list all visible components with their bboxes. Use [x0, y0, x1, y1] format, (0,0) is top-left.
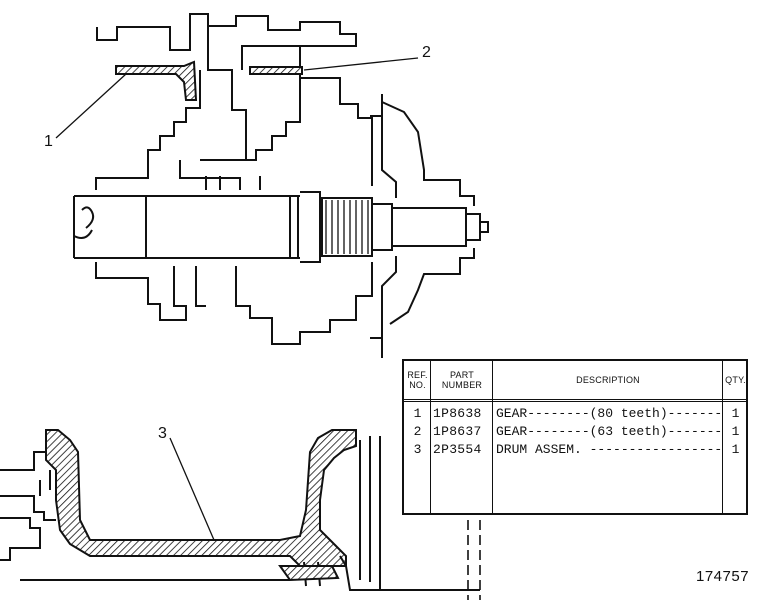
qty-cell: 1: [731, 442, 740, 457]
drawing-number: 174757: [696, 568, 750, 585]
part-number-cell: 1P8637: [433, 424, 482, 439]
table-row: 1 1P8638 GEAR--------(80 teeth)---------…: [404, 405, 746, 422]
column-divider: [404, 361, 431, 513]
qty-cell: 1: [731, 424, 740, 439]
callout-2-number: 2: [422, 44, 431, 61]
drum-assembly-section: [0, 429, 481, 600]
callout-3: 3: [158, 425, 215, 541]
callout-1: 1: [44, 73, 127, 150]
gear-80-teeth-section: [115, 60, 198, 101]
qty-cell: 1: [731, 406, 740, 421]
header-ref-no: REF.NO.: [407, 370, 428, 390]
callout-3-number: 3: [158, 425, 167, 442]
table-row: 2 1P8637 GEAR--------(63 teeth)---------…: [404, 423, 746, 440]
ref-no-cell: 2: [413, 424, 422, 439]
transmission-housing-outline: [95, 13, 373, 190]
part-number-cell: 1P8638: [433, 406, 482, 421]
callout-1-number: 1: [44, 133, 53, 150]
description-cell: GEAR--------(63 teeth)----------------: [496, 424, 722, 439]
description-cell: GEAR--------(80 teeth)----------------: [496, 406, 722, 421]
output-flange: [370, 94, 475, 358]
lower-housing-outline: [95, 262, 373, 345]
description-cell: DRUM ASSEM. ---------------------------: [496, 442, 722, 457]
table-row: 3 2P3554 DRUM ASSEM. -------------------…: [404, 441, 746, 458]
main-shaft: [73, 191, 489, 263]
header-description: DESCRIPTION: [576, 375, 640, 385]
ref-no-cell: 3: [413, 442, 422, 457]
ref-no-cell: 1: [413, 406, 422, 421]
column-divider: [431, 361, 493, 513]
part-number-cell: 2P3554: [433, 442, 482, 457]
column-divider: [493, 361, 723, 513]
gear-63-teeth-section: [249, 66, 303, 75]
header-qty: QTY.: [725, 375, 746, 385]
callout-2: 2: [303, 44, 431, 71]
